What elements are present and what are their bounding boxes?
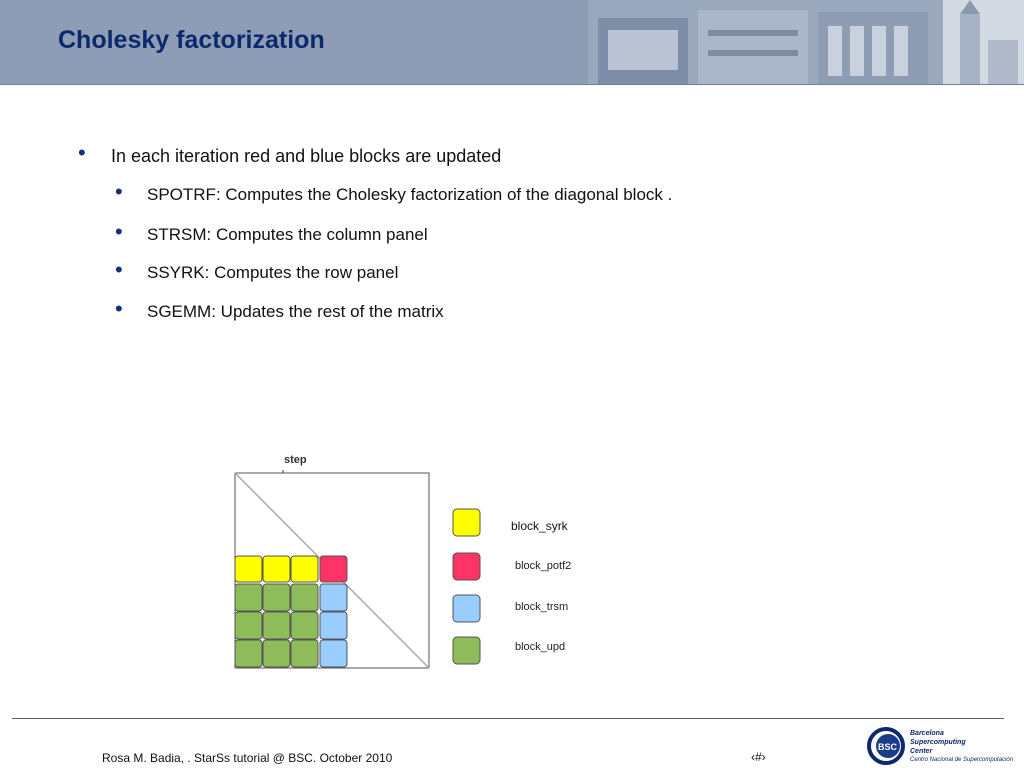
block-trsm (319, 611, 348, 640)
header-building-image (588, 0, 1024, 84)
legend-label-syrk: block_syrk (511, 519, 568, 533)
logo-text-line: Supercomputing (910, 739, 966, 746)
block-upd (234, 639, 263, 668)
legend-swatch-potf2 (452, 552, 481, 581)
block-upd (234, 583, 263, 612)
block-trsm (319, 583, 348, 612)
sub-bullet-dot: • (115, 296, 123, 321)
bullet-main: In each iteration red and blue blocks ar… (111, 146, 502, 166)
sub-bullet-strsm: STRSM: Computes the column panel (147, 225, 428, 244)
block-upd (290, 639, 319, 668)
sub-bullet-dot: • (115, 257, 123, 282)
slide-title: Cholesky factorization (58, 26, 325, 54)
sub-bullet-dot: • (115, 179, 123, 204)
legend-swatch-upd (452, 636, 481, 665)
header-photo (588, 0, 1024, 84)
logo-text-line: Centro Nacional de Supercomputación (910, 757, 1014, 763)
logo-text-line: Center (910, 748, 933, 755)
block-trsm (319, 639, 348, 668)
legend-label-trsm: block_trsm (515, 601, 569, 613)
legend-label-potf2: block_potf2 (515, 560, 572, 572)
block-syrk (262, 555, 291, 583)
block-upd (234, 611, 263, 640)
legend-swatch-syrk (452, 508, 481, 537)
logo-text-line: Barcelona (910, 730, 944, 737)
footer-divider (12, 718, 1004, 719)
step-label: step (284, 454, 307, 466)
matrix-diagram: step (234, 454, 430, 669)
sub-bullet-spotrf: SPOTRF: Computes the Cholesky factorizat… (147, 185, 673, 204)
bullet-dot: • (78, 140, 86, 165)
bsc-logo-icon: BSC (867, 727, 905, 765)
block-upd (262, 583, 291, 612)
bsc-logo-badge: BSC (878, 742, 898, 752)
sub-bullet-sgemm: SGEMM: Updates the rest of the matrix (147, 302, 444, 321)
sub-bullet-ssyrk: SSYRK: Computes the row panel (147, 263, 399, 282)
block-upd (262, 639, 291, 668)
block-upd (290, 611, 319, 640)
legend-swatch-trsm (452, 594, 481, 623)
block-upd (290, 583, 319, 612)
legend-label-upd: block_upd (515, 641, 566, 653)
legend-swatches (452, 508, 481, 665)
block-syrk (234, 555, 263, 583)
sub-bullet-dot: • (115, 219, 123, 244)
footer-page-number: ‹#› (751, 750, 766, 764)
block-potf2 (319, 555, 348, 583)
block-upd (262, 611, 291, 640)
block-syrk (290, 555, 319, 583)
footer-text: Rosa M. Badia, . StarSs tutorial @ BSC. … (102, 751, 393, 765)
